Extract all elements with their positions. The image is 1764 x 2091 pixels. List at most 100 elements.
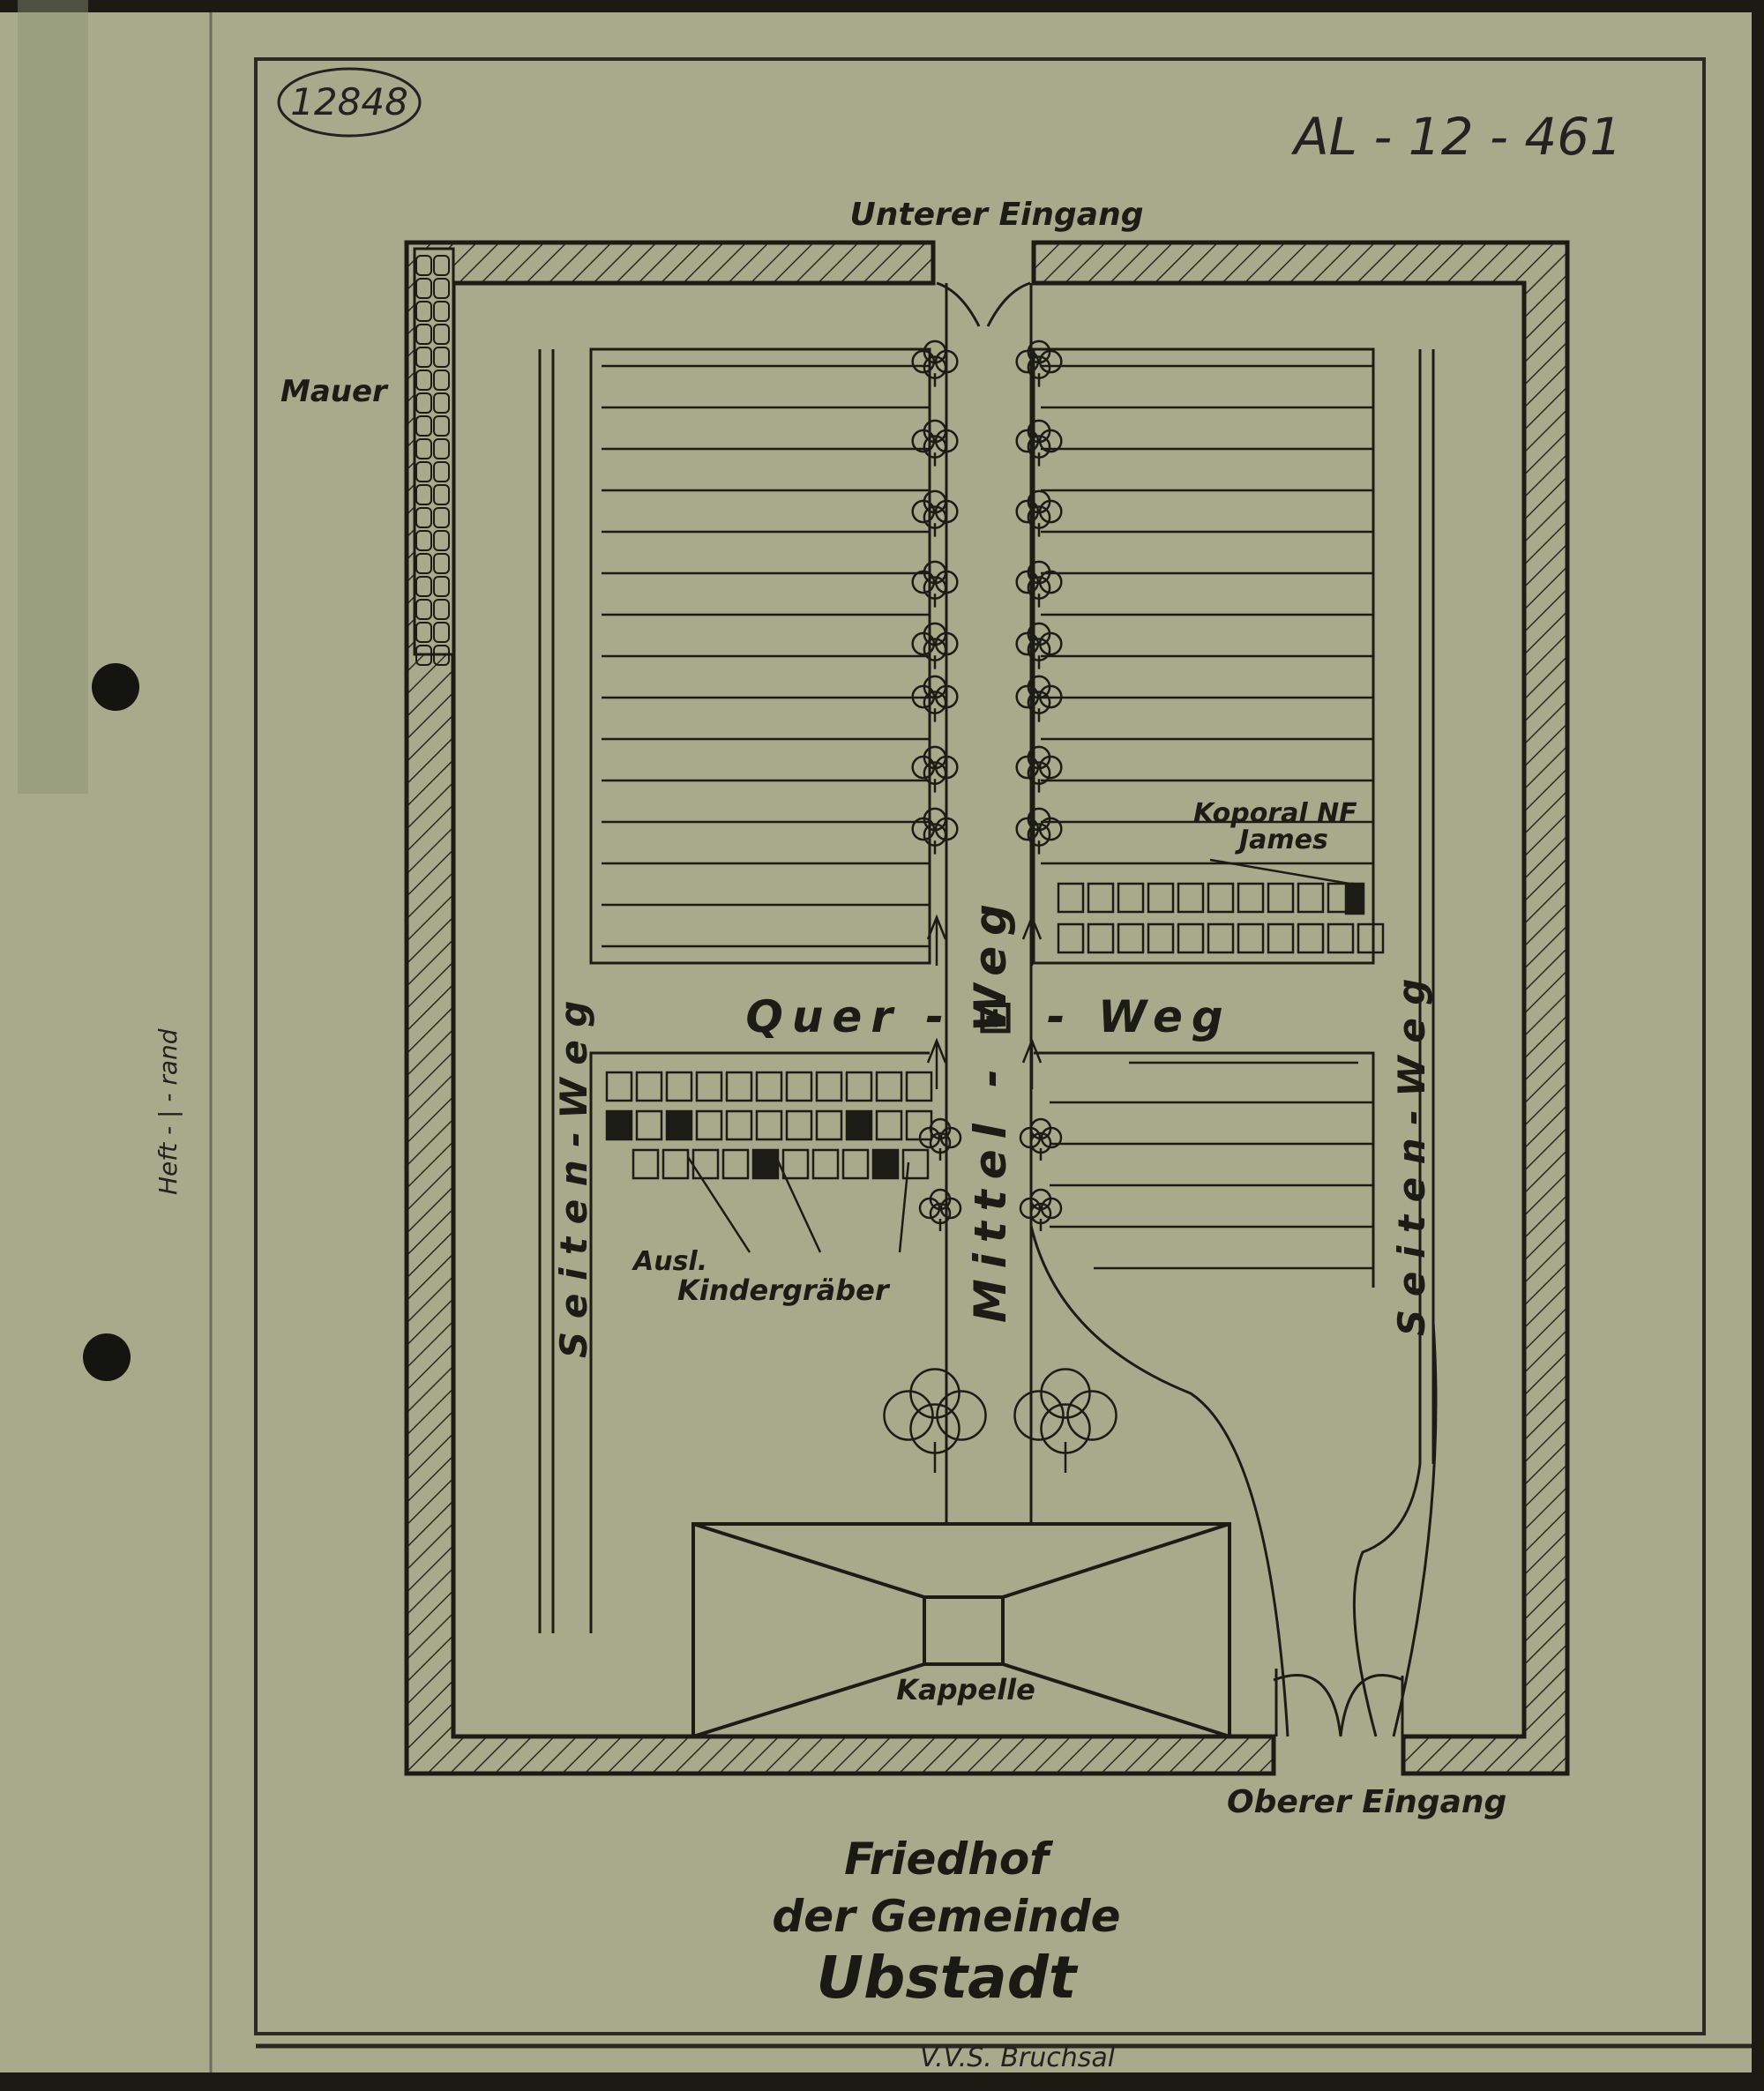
- tree-icon: [911, 675, 959, 722]
- grave: [1327, 922, 1355, 954]
- stone-wall-texture: [415, 255, 450, 666]
- tree-icon: [911, 745, 959, 793]
- punch-hole: [92, 663, 139, 711]
- archive-number-circle: [277, 67, 422, 138]
- footer-note: V.V.S. Bruchsal: [920, 2042, 1116, 2073]
- grave: [1207, 922, 1235, 954]
- grave: [905, 1071, 933, 1102]
- tree-icon: [1015, 560, 1063, 608]
- grave: [1117, 882, 1145, 914]
- grave: [1057, 882, 1085, 914]
- conifer-icon: [926, 914, 947, 966]
- marked-grave: [751, 1148, 780, 1180]
- marked-grave: [665, 1109, 693, 1141]
- punch-hole: [83, 1333, 131, 1381]
- grave: [665, 1071, 693, 1102]
- margin-note: Heft - | - rand: [153, 1028, 183, 1195]
- label-children-graves-1: Ausl.: [632, 1246, 707, 1277]
- grave: [1177, 922, 1205, 954]
- grave: [1057, 922, 1085, 954]
- tree-icon: [1015, 489, 1063, 537]
- tree-icon: [918, 1188, 962, 1231]
- grave: [781, 1148, 810, 1180]
- grave: [1087, 922, 1115, 954]
- grave: [875, 1109, 903, 1141]
- grave: [1147, 882, 1175, 914]
- tree-icon: [1015, 419, 1063, 467]
- grave: [1207, 882, 1235, 914]
- grave: [845, 1071, 873, 1102]
- grave: [1297, 882, 1325, 914]
- stain: [18, 0, 88, 794]
- grave: [785, 1109, 813, 1141]
- grave: [635, 1071, 663, 1102]
- grave: [1297, 922, 1325, 954]
- page-frame: [254, 57, 1706, 2035]
- grave: [1177, 882, 1205, 914]
- grave: [1087, 882, 1115, 914]
- tree-icon: [1015, 807, 1063, 855]
- tree-icon: [918, 1117, 962, 1161]
- tree-icon: [911, 622, 959, 669]
- grave: [1267, 922, 1295, 954]
- label-children-graves-2: Kindergräber: [677, 1273, 891, 1307]
- grave-field-lower-left: [589, 1051, 930, 1633]
- grave: [721, 1148, 750, 1180]
- grave-koporal-james: [1344, 882, 1365, 915]
- conifer-icon: [1021, 1037, 1043, 1089]
- conifer-icon: [1021, 914, 1043, 966]
- tree-icon: [883, 1368, 987, 1473]
- title-line-2: der Gemeinde: [772, 1891, 1120, 1942]
- label-grave-marker: Koporal NF: [1193, 798, 1357, 829]
- grave: [811, 1148, 840, 1180]
- marked-grave: [871, 1148, 900, 1180]
- grave: [695, 1109, 723, 1141]
- tree-icon: [1015, 622, 1063, 669]
- chapel: [691, 1522, 1231, 1738]
- archive-number: 12848: [290, 80, 408, 123]
- scan-edge-right: [1752, 0, 1764, 2091]
- scan-edge-bottom: [0, 2072, 1764, 2091]
- tree-icon: [911, 489, 959, 537]
- grave: [815, 1071, 843, 1102]
- grave: [725, 1071, 753, 1102]
- grave: [662, 1148, 690, 1180]
- label-side-path-right: S e i t e n - W e g: [1390, 978, 1433, 1336]
- grave: [632, 1148, 660, 1180]
- trees: [883, 340, 1117, 1473]
- grave: [1267, 882, 1295, 914]
- tree-icon: [1015, 340, 1063, 387]
- grave: [691, 1148, 720, 1180]
- grave: [1237, 922, 1265, 954]
- grave: [1117, 922, 1145, 954]
- grave-field-lower-right: [1034, 1051, 1375, 1288]
- tree-icon: [911, 419, 959, 467]
- grave: [785, 1071, 813, 1102]
- grave: [1237, 882, 1265, 914]
- tree-icon: [1013, 1368, 1117, 1473]
- marked-grave: [605, 1109, 633, 1141]
- tree-icon: [911, 807, 959, 855]
- grave: [841, 1148, 870, 1180]
- lower-entrance-gate: [936, 281, 1031, 327]
- grave: [725, 1109, 753, 1141]
- label-upper-entrance: Oberer Eingang: [1227, 1784, 1506, 1820]
- reference-code: AL - 12 - 461: [1290, 107, 1622, 167]
- tree-icon: [1015, 675, 1063, 722]
- label-lower-entrance: Unterer Eingang: [850, 197, 1144, 233]
- grave: [635, 1109, 663, 1141]
- tree-icon: [1019, 1117, 1063, 1161]
- grave: [605, 1071, 633, 1102]
- label-side-path-left: S e i t e n - W e g: [552, 1000, 595, 1358]
- grave: [755, 1109, 783, 1141]
- marked-grave: [845, 1109, 873, 1141]
- upper-entrance-gate: [1273, 1669, 1404, 1737]
- label-cross-path: Quer - ⊞ - Weg: [745, 991, 1231, 1042]
- grave: [1147, 922, 1175, 954]
- label-chapel: Kappelle: [896, 1673, 1035, 1706]
- label-middle-path: Mittel - Weg: [965, 893, 1016, 1323]
- scan-edge-top: [0, 0, 1764, 12]
- grave: [815, 1109, 843, 1141]
